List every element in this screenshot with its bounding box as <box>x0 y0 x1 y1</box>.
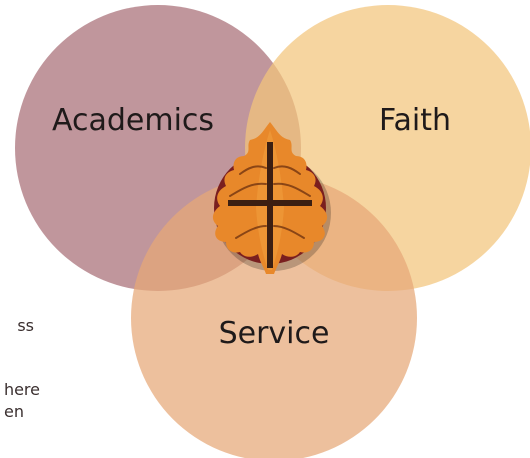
partial-text-line-3: en <box>4 402 24 421</box>
label-service: Service <box>219 316 330 351</box>
label-faith: Faith <box>379 103 451 138</box>
circle-service <box>131 175 417 458</box>
partial-text-line-1: ss <box>17 316 34 335</box>
partial-text-line-2: here <box>3 380 40 399</box>
oak-leaf-cross-emblem-icon <box>212 122 331 274</box>
emblem-cross-horizontal <box>228 200 312 206</box>
label-academics: Academics <box>52 103 214 138</box>
